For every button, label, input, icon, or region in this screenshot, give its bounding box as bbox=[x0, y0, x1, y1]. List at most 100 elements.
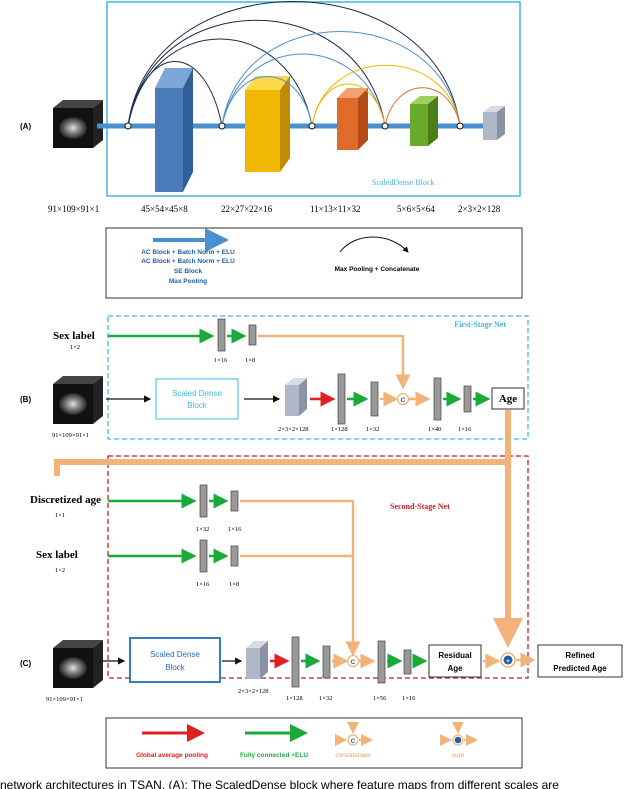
legend-a-arc-label: Max Pooling + Concatenate bbox=[335, 266, 420, 273]
c-dim-sex-1x16: 1×16 bbox=[196, 581, 210, 588]
volume-22x27 bbox=[245, 76, 290, 172]
c-sex-label: Sex label bbox=[36, 549, 78, 561]
input-volume-a bbox=[53, 100, 103, 148]
b-dim-1x32: 1×32 bbox=[366, 426, 379, 433]
panel-b-label: (B) bbox=[20, 395, 31, 404]
c-scaled-dense-block bbox=[129, 637, 221, 683]
c-disc-label: Discretized age bbox=[30, 494, 101, 506]
dim-input-a: 91×109×91×1 bbox=[48, 204, 99, 214]
b-sex-dim: 1×2 bbox=[70, 344, 80, 351]
volume-11x13 bbox=[337, 88, 368, 150]
c-refined-age-label-2: Predicted Age bbox=[553, 664, 607, 673]
dim-22x27: 22×27×22×16 bbox=[221, 204, 273, 214]
c-concat-symbol: C bbox=[351, 659, 356, 666]
c-fc-56 bbox=[377, 640, 386, 684]
panel-a-label: (A) bbox=[20, 122, 31, 131]
scaled-dense-block-title: ScaledDense Block bbox=[372, 178, 434, 187]
c-residual-age-box bbox=[428, 644, 482, 678]
dim-11x13: 11×13×11×32 bbox=[310, 204, 361, 214]
b-dim-1x40: 1×40 bbox=[428, 426, 441, 433]
c-residual-age-label: Residual bbox=[438, 651, 471, 660]
legend-c-fc-label: Fully connected +ELU bbox=[240, 752, 308, 759]
figure-caption: network architectures in TSAN. (A): The … bbox=[0, 778, 559, 789]
legend-c-concat-symbol: C bbox=[351, 738, 356, 745]
c-dim-1x56: 1×56 bbox=[373, 695, 387, 702]
legend-c-concat-label: concatenate bbox=[335, 752, 371, 759]
legend-a-item-4: Max Pooling bbox=[169, 278, 207, 285]
c-feature-dim: 2×3×2×128 bbox=[238, 688, 269, 695]
panel-c-label: (C) bbox=[20, 659, 31, 668]
legend-a-item-1: AC Block + Batch Norm + ELU bbox=[141, 249, 235, 256]
b-fc-40 bbox=[433, 377, 442, 421]
b-sex-concat-path bbox=[258, 334, 411, 390]
c-fc-128 bbox=[291, 636, 300, 688]
c-input-dim: 91×109×91×1 bbox=[46, 696, 83, 703]
c-disc-dim: 1×1 bbox=[55, 512, 65, 519]
legend-a-item-2: AC Block + Batch Norm + ELU bbox=[141, 258, 235, 265]
volume-5x6 bbox=[410, 96, 438, 146]
c-age-feedback-bar bbox=[54, 410, 511, 476]
b-age-output: Age bbox=[499, 393, 517, 405]
b-input-dim: 91×109×91×1 bbox=[52, 432, 89, 439]
b-dim-1x16-top: 1×16 bbox=[214, 357, 228, 364]
b-concat-symbol: C bbox=[401, 397, 406, 404]
c-feature-volume bbox=[246, 641, 268, 679]
c-sex-fc-8 bbox=[230, 545, 239, 567]
c-disc-fc-32 bbox=[199, 484, 208, 518]
b-scaled-dense-label-2: Block bbox=[187, 401, 208, 410]
legend-a-box bbox=[105, 227, 523, 299]
c-scaled-dense-label-2: Block bbox=[165, 663, 186, 672]
c-concat-icon bbox=[346, 654, 360, 668]
c-dim-1x128: 1×128 bbox=[286, 695, 303, 702]
b-dim-1x16: 1×16 bbox=[458, 426, 472, 433]
b-fc-128 bbox=[337, 373, 346, 425]
c-refined-age-label: Refined bbox=[565, 651, 594, 660]
b-feature-volume bbox=[285, 378, 307, 416]
b-dim-1x8-top: 1×8 bbox=[245, 357, 255, 364]
legend-c-sum-dot bbox=[454, 736, 462, 744]
b-sex-label: Sex label bbox=[53, 330, 95, 342]
b-scaled-dense-block bbox=[155, 378, 239, 420]
b-fc-16 bbox=[463, 385, 472, 413]
pooling-nodes bbox=[124, 122, 464, 130]
c-dim-1x32: 1×32 bbox=[319, 695, 332, 702]
c-scaled-dense-label: Scaled Dense bbox=[150, 650, 200, 659]
b-sex-fc-16 bbox=[217, 318, 226, 352]
c-fc-32 bbox=[322, 645, 331, 679]
legend-c-box bbox=[105, 717, 523, 769]
c-residual-age-label-2: Age bbox=[447, 664, 463, 673]
dim-5x6: 5×6×5×64 bbox=[397, 204, 435, 214]
b-age-output-box bbox=[491, 387, 525, 410]
b-sex-fc-8 bbox=[248, 324, 257, 346]
c-sex-fc-16 bbox=[199, 539, 208, 573]
c-disc-concat-path bbox=[240, 499, 361, 657]
input-volume-c bbox=[53, 640, 103, 688]
c-dim-1x16: 1×16 bbox=[402, 695, 416, 702]
volume-2x3 bbox=[483, 106, 505, 140]
legend-c-sum-label: sum bbox=[452, 752, 464, 759]
b-fc-32 bbox=[370, 381, 379, 417]
c-dim-disc-1x16: 1×16 bbox=[228, 526, 242, 533]
c-fc-16 bbox=[403, 649, 412, 675]
c-dim-disc-1x32: 1×32 bbox=[196, 526, 209, 533]
dim-45x54: 45×54×45×8 bbox=[141, 204, 188, 214]
c-sum-dot bbox=[503, 655, 513, 665]
second-stage-net-title: Second-Stage Net bbox=[390, 502, 450, 511]
legend-c-concat-icon bbox=[347, 734, 359, 746]
legend-a-item-3: SE Block bbox=[174, 268, 203, 275]
c-disc-fc-16 bbox=[230, 490, 239, 512]
legend-a-arc-icon bbox=[339, 236, 409, 253]
second-stage-net-frame bbox=[107, 455, 529, 679]
c-refined-age-box bbox=[537, 644, 623, 678]
b-scaled-dense-label: Scaled Dense bbox=[172, 389, 222, 398]
input-volume-b bbox=[53, 376, 103, 424]
c-sex-dim: 1×2 bbox=[55, 567, 65, 574]
first-stage-net-title: First-Stage Net bbox=[454, 320, 506, 329]
first-stage-net-frame bbox=[107, 315, 529, 440]
b-feature-dim: 2×3×2×128 bbox=[278, 426, 309, 433]
b-concat-icon bbox=[396, 392, 410, 406]
c-dim-sex-1x8: 1×8 bbox=[229, 581, 239, 588]
legend-c-gap-label: Global average pooling bbox=[136, 752, 208, 759]
volume-45x54 bbox=[155, 68, 193, 192]
